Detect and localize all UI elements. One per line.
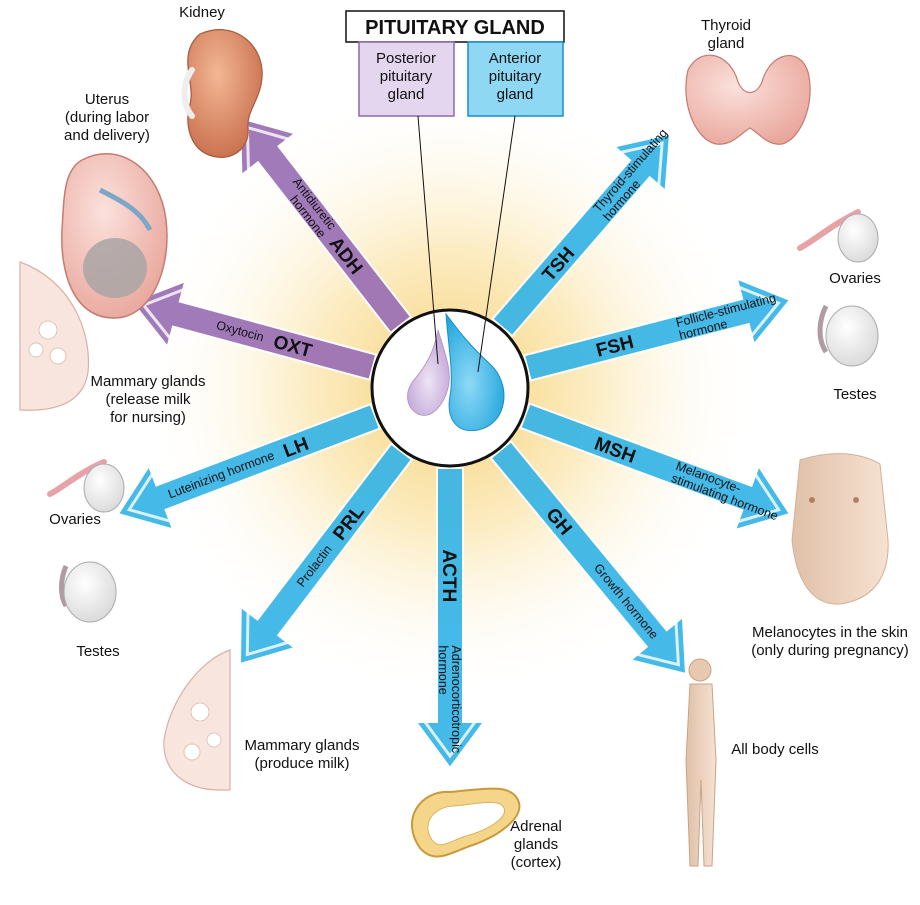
testis-left-illustration bbox=[59, 561, 117, 623]
body-cells-illustration bbox=[685, 658, 717, 867]
hormone-name: Adrenocorticotropichormone bbox=[436, 645, 463, 753]
arrow-tsh bbox=[491, 132, 672, 338]
label-ovaries-right: Ovaries bbox=[829, 270, 881, 287]
arrow-acth bbox=[414, 467, 486, 770]
arrow-lh bbox=[116, 402, 382, 532]
arrow-fsh bbox=[522, 276, 792, 382]
label-mammary-produce: Mammary glands(produce milk) bbox=[244, 737, 359, 772]
hormone-abbr: ACTH bbox=[438, 549, 459, 602]
label-testes-left: Testes bbox=[76, 643, 119, 660]
ovary-right-illustration bbox=[797, 209, 879, 263]
pituitary-title: PITUITARY GLAND bbox=[365, 17, 545, 39]
adrenal-illustration bbox=[410, 787, 521, 858]
hormone-label-acth: ACTH Adrenocorticotropichormone bbox=[436, 549, 463, 753]
uterus-illustration bbox=[61, 153, 168, 319]
ovary-left-illustration bbox=[47, 459, 125, 513]
pituitary-title-box: PITUITARY GLAND bbox=[345, 10, 565, 43]
label-testes-right: Testes bbox=[833, 386, 876, 403]
posterior-lobe bbox=[407, 329, 450, 416]
arrow-prl bbox=[238, 442, 414, 666]
pituitary-circle bbox=[370, 308, 530, 468]
testis-right-illustration bbox=[817, 304, 879, 367]
hormone-arrows bbox=[116, 116, 792, 770]
mammary-release-illustration bbox=[19, 261, 90, 411]
label-ovaries-left: Ovaries bbox=[49, 511, 101, 528]
label-all-body-cells: All body cells bbox=[731, 741, 819, 758]
kidney-illustration bbox=[181, 29, 263, 158]
pregnant-skin-illustration bbox=[791, 453, 889, 605]
arrow-gh bbox=[489, 439, 688, 676]
mammary-produce-illustration bbox=[163, 649, 231, 791]
thyroid-illustration bbox=[685, 54, 811, 145]
label-melanocytes: Melanocytes in the skin(only during preg… bbox=[751, 624, 909, 659]
arrow-msh bbox=[519, 402, 792, 532]
label-kidney: Kidney bbox=[179, 4, 225, 21]
anterior-lobe bbox=[445, 312, 505, 432]
